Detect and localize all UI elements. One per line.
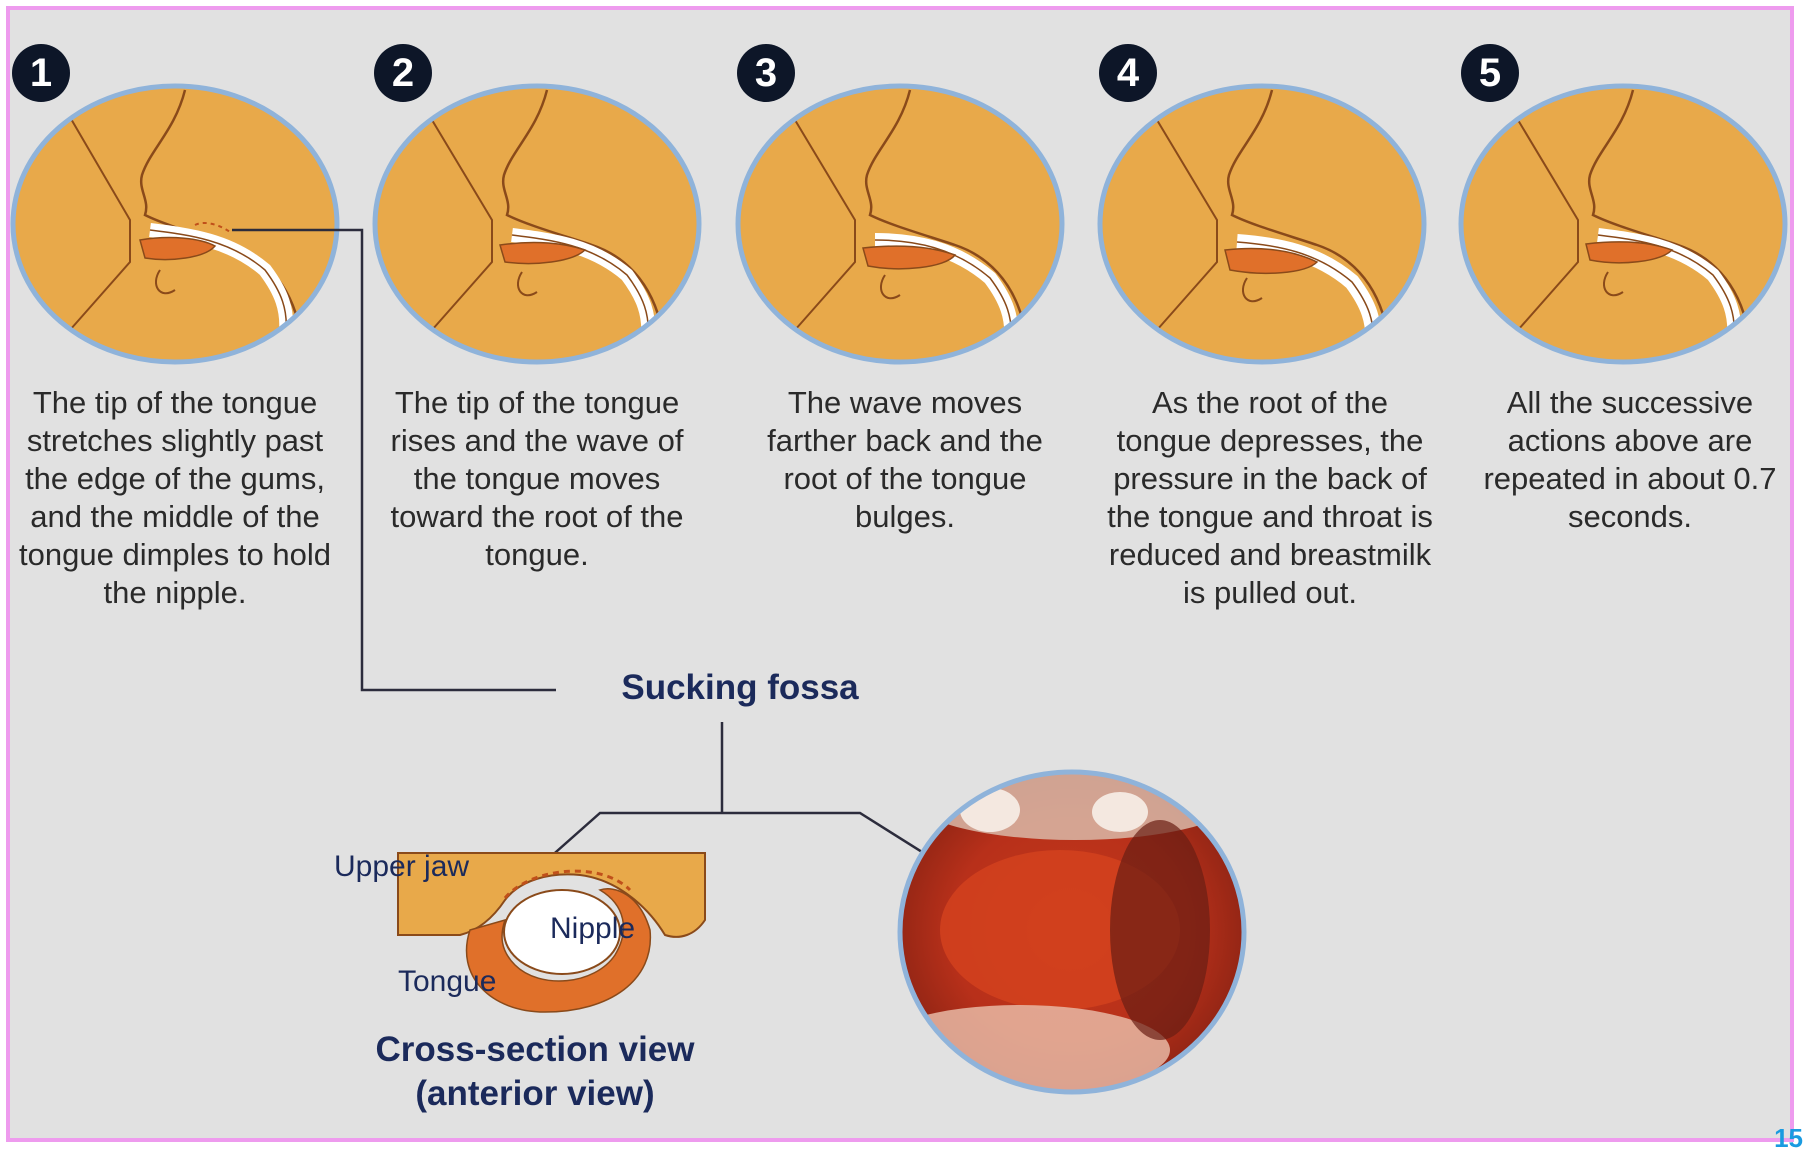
cross-section-title: Cross-section view (anterior view): [310, 1028, 760, 1116]
step-5-description: All the successive actions above are rep…: [1470, 384, 1790, 536]
step-2-illustration: [370, 80, 710, 370]
step-2-badge: 2: [374, 44, 432, 102]
cross-section-title-line2: (anterior view): [310, 1072, 760, 1116]
tongue-photo: [870, 760, 1250, 1100]
step-5-badge: 5: [1461, 44, 1519, 102]
step-1-illustration: [10, 80, 350, 370]
nipple-label: Nipple: [550, 912, 635, 946]
cross-section-title-line1: Cross-section view: [310, 1028, 760, 1072]
step-1-badge: 1: [12, 44, 70, 102]
step-4-badge: 4: [1099, 44, 1157, 102]
step-4-description: As the root of the tongue depresses, the…: [1105, 384, 1435, 612]
tongue-label: Tongue: [398, 965, 496, 999]
sucking-fossa-label: Sucking fossa: [540, 668, 940, 708]
step-4-illustration: [1095, 80, 1435, 370]
step-5-illustration: [1456, 80, 1796, 370]
step-1-description: The tip of the tongue stretches slightly…: [5, 384, 345, 612]
step-3-illustration: [733, 80, 1073, 370]
upper-jaw-label: Upper jaw: [334, 850, 469, 884]
step-3-badge: 3: [737, 44, 795, 102]
step-2-description: The tip of the tongue rises and the wave…: [377, 384, 697, 574]
page-number: 15: [1774, 1123, 1803, 1154]
step-3-description: The wave moves farther back and the root…: [745, 384, 1065, 536]
